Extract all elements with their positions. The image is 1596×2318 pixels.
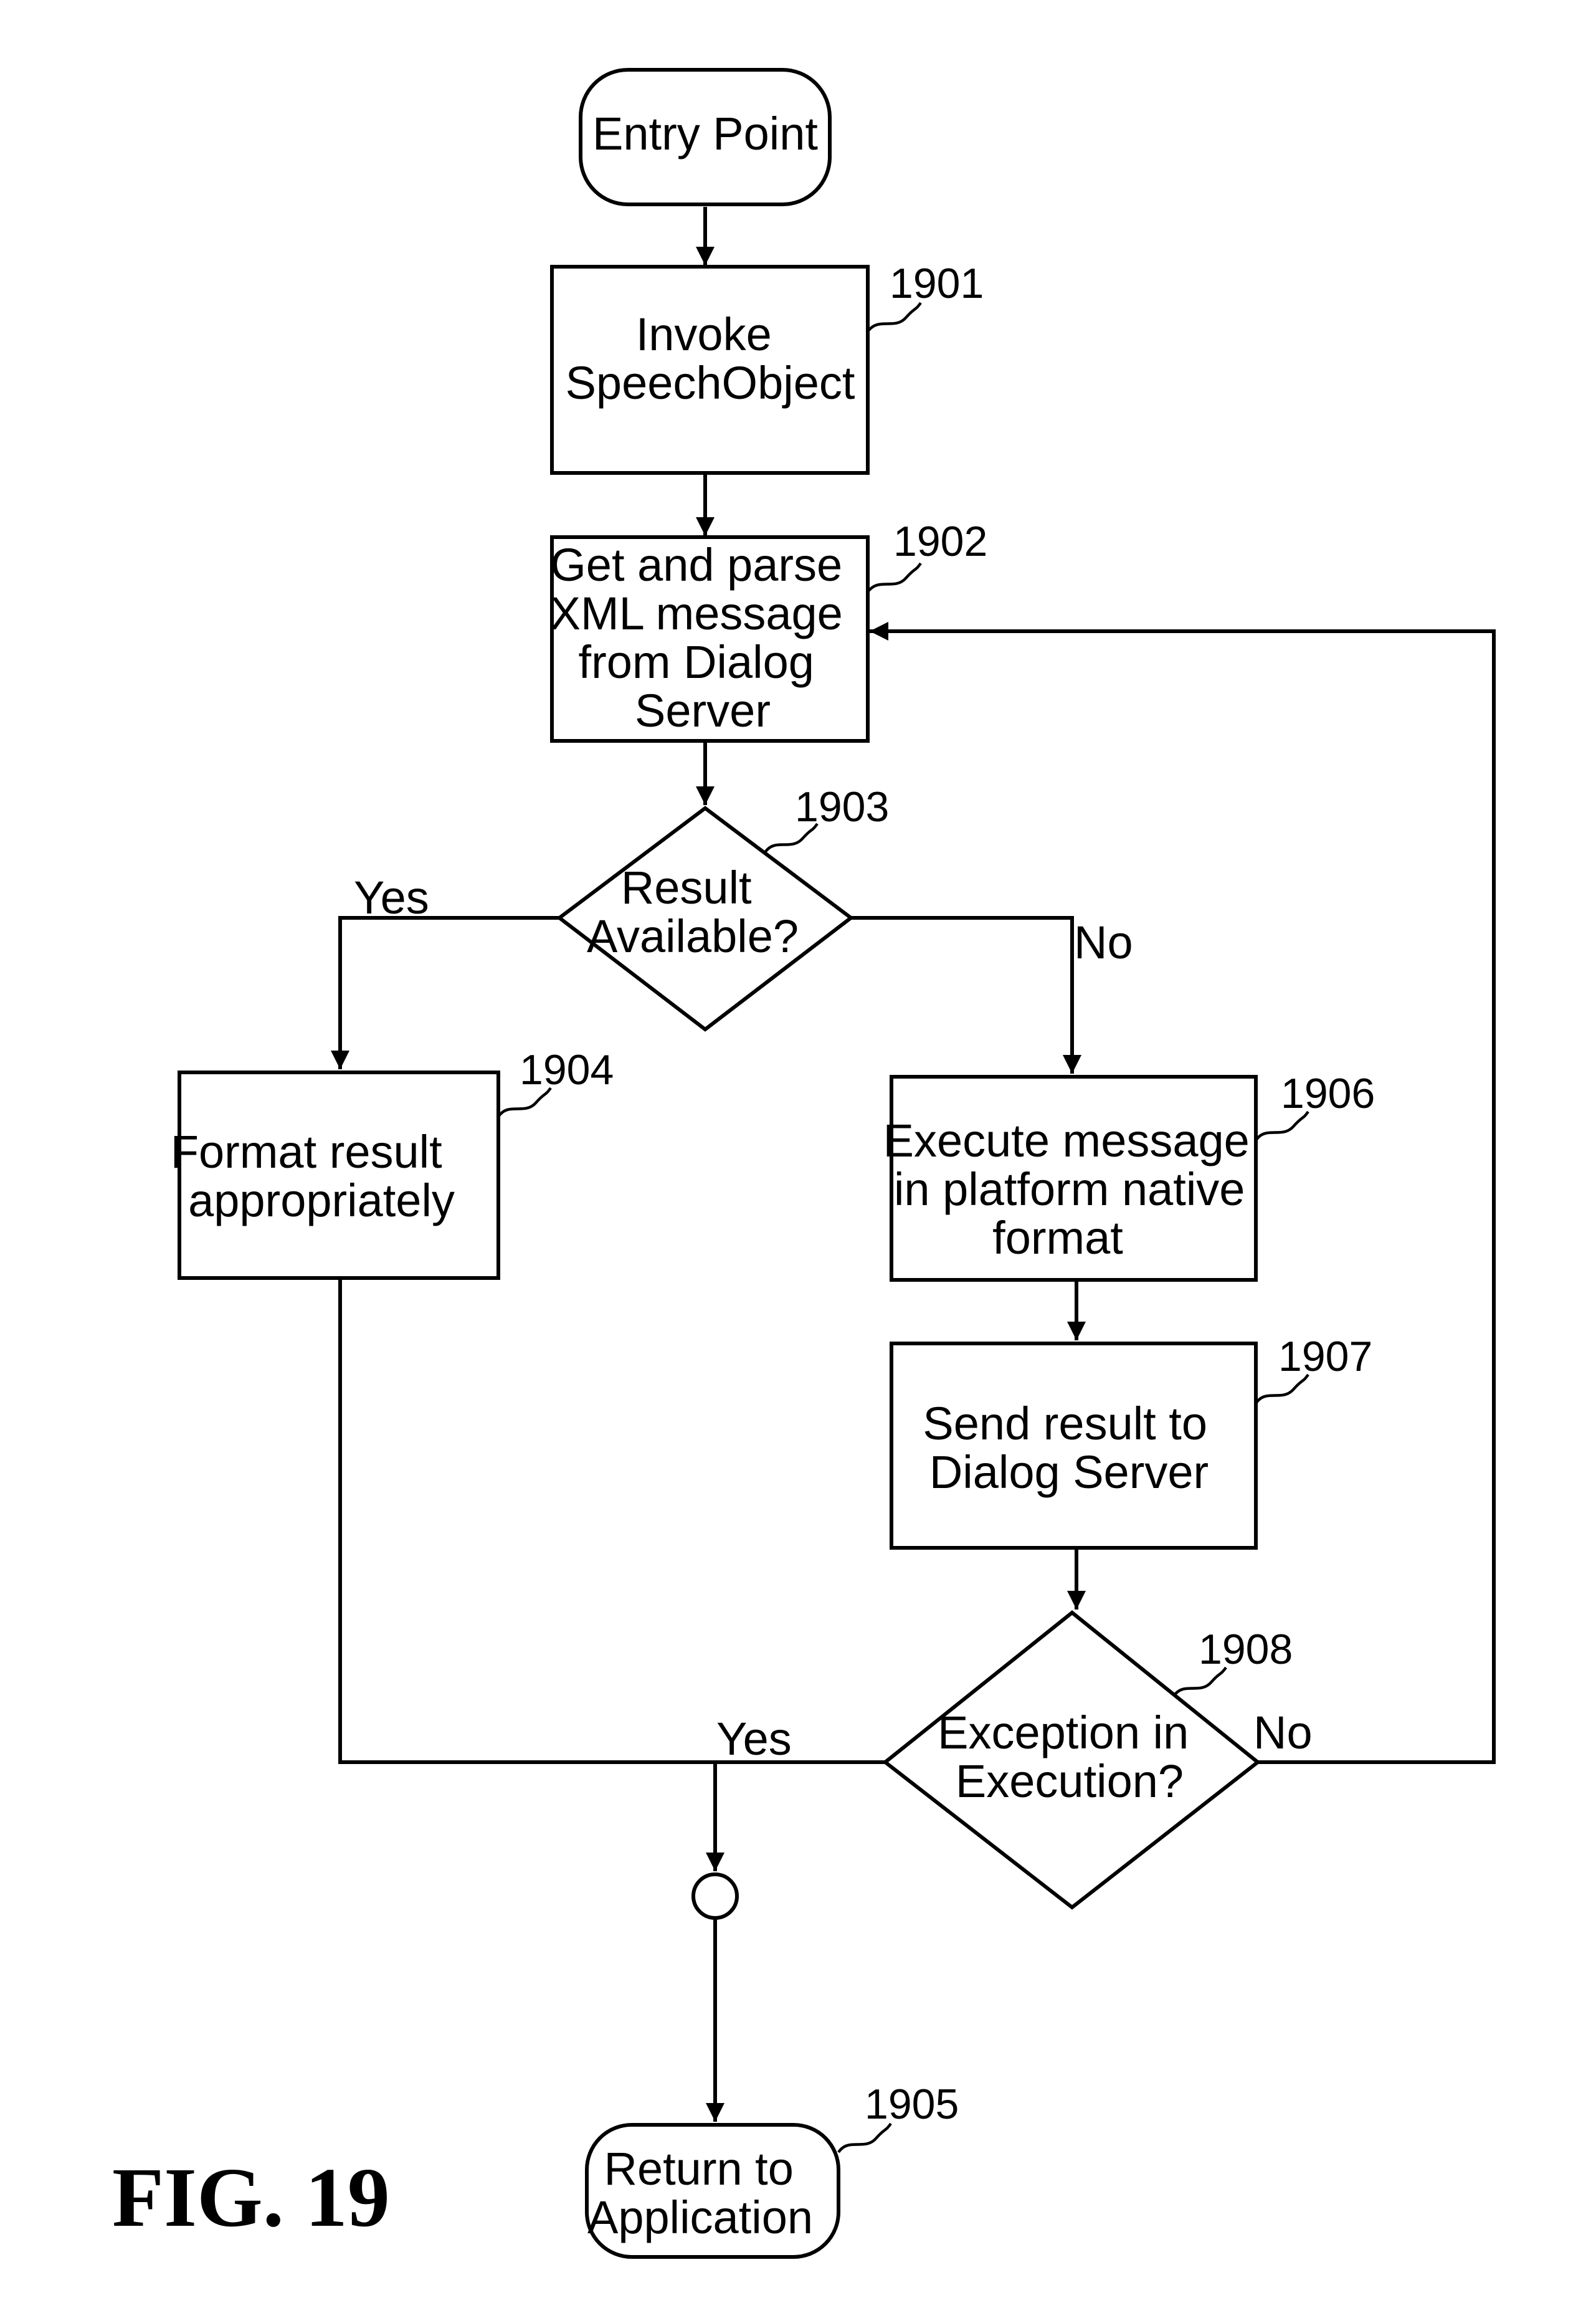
node-line: Return to	[604, 2143, 794, 2195]
node-line: Available?	[587, 910, 799, 962]
node-line: format	[992, 1212, 1123, 1264]
ref-numeral-1908: 1908	[1199, 1626, 1293, 1673]
ref-1901: 1901	[868, 260, 984, 331]
node-line: Exception in	[938, 1707, 1189, 1758]
edge-label-1903-yes: Yes	[354, 872, 429, 923]
ref-1903: 1903	[765, 783, 889, 852]
ref-numeral-1905: 1905	[865, 2081, 959, 2128]
process-1902: Get and parse XML message from Dialog Se…	[550, 537, 868, 741]
arrow-1903-no-to-1906	[851, 918, 1072, 1074]
ref-1902: 1902	[868, 518, 987, 592]
node-line: in platform native	[894, 1163, 1245, 1215]
node-line: Server	[635, 685, 771, 737]
process-1907-label: Send result to Dialog Server	[923, 1398, 1220, 1498]
process-1901: Invoke SpeechObject	[552, 267, 868, 473]
node-line: XML message	[550, 588, 843, 639]
edge-label-1908-no: No	[1253, 1707, 1313, 1758]
node-line: Application	[587, 2192, 813, 2243]
entry-point-label: Entry Point	[592, 108, 818, 160]
node-line: Dialog Server	[929, 1446, 1209, 1498]
node-line: SpeechObject	[566, 357, 855, 409]
figure-label: FIG. 19	[112, 2151, 390, 2244]
decision-1903: Result Available?	[559, 808, 851, 1029]
node-line: Execution?	[956, 1755, 1184, 1807]
ref-numeral-1906: 1906	[1281, 1070, 1375, 1117]
process-1904: Format result appropriately	[171, 1072, 498, 1278]
node-line: Invoke	[636, 308, 772, 360]
node-line: Send result to	[923, 1398, 1207, 1449]
process-1907: Send result to Dialog Server	[891, 1343, 1256, 1548]
ref-numeral-1904: 1904	[520, 1046, 614, 1094]
ref-numeral-1902: 1902	[893, 518, 987, 565]
ref-1904: 1904	[498, 1046, 614, 1117]
node-line: Result	[621, 862, 752, 913]
node-line: Format result	[171, 1126, 442, 1178]
ref-1908: 1908	[1174, 1626, 1293, 1696]
process-1904-label: Format result appropriately	[171, 1126, 455, 1226]
edge-label-1903-no: No	[1074, 917, 1133, 968]
leader-line-1902	[868, 563, 921, 592]
edge-label-1908-yes: Yes	[716, 1713, 792, 1765]
node-line: Execute message	[883, 1115, 1250, 1166]
decision-1908-label: Exception in Execution?	[938, 1707, 1202, 1807]
return-terminal: Return to Application	[587, 2125, 838, 2257]
entry-point-terminal: Entry Point	[581, 70, 830, 204]
connector-circle	[693, 1874, 737, 1918]
ref-numeral-1901: 1901	[890, 260, 984, 307]
ref-1907: 1907	[1256, 1333, 1372, 1403]
node-line: Get and parse	[550, 539, 842, 591]
ref-numeral-1907: 1907	[1278, 1333, 1372, 1380]
return-terminal-label: Return to Application	[587, 2143, 813, 2243]
ref-1906: 1906	[1256, 1070, 1375, 1140]
process-1906: Execute message in platform native forma…	[883, 1077, 1263, 1280]
node-line: appropriately	[188, 1175, 455, 1226]
node-line: Entry Point	[592, 108, 818, 160]
node-line: from Dialog	[579, 636, 814, 688]
ref-1905: 1905	[838, 2081, 959, 2152]
ref-numeral-1903: 1903	[795, 783, 889, 831]
line-1904-to-merge	[340, 1280, 885, 1762]
